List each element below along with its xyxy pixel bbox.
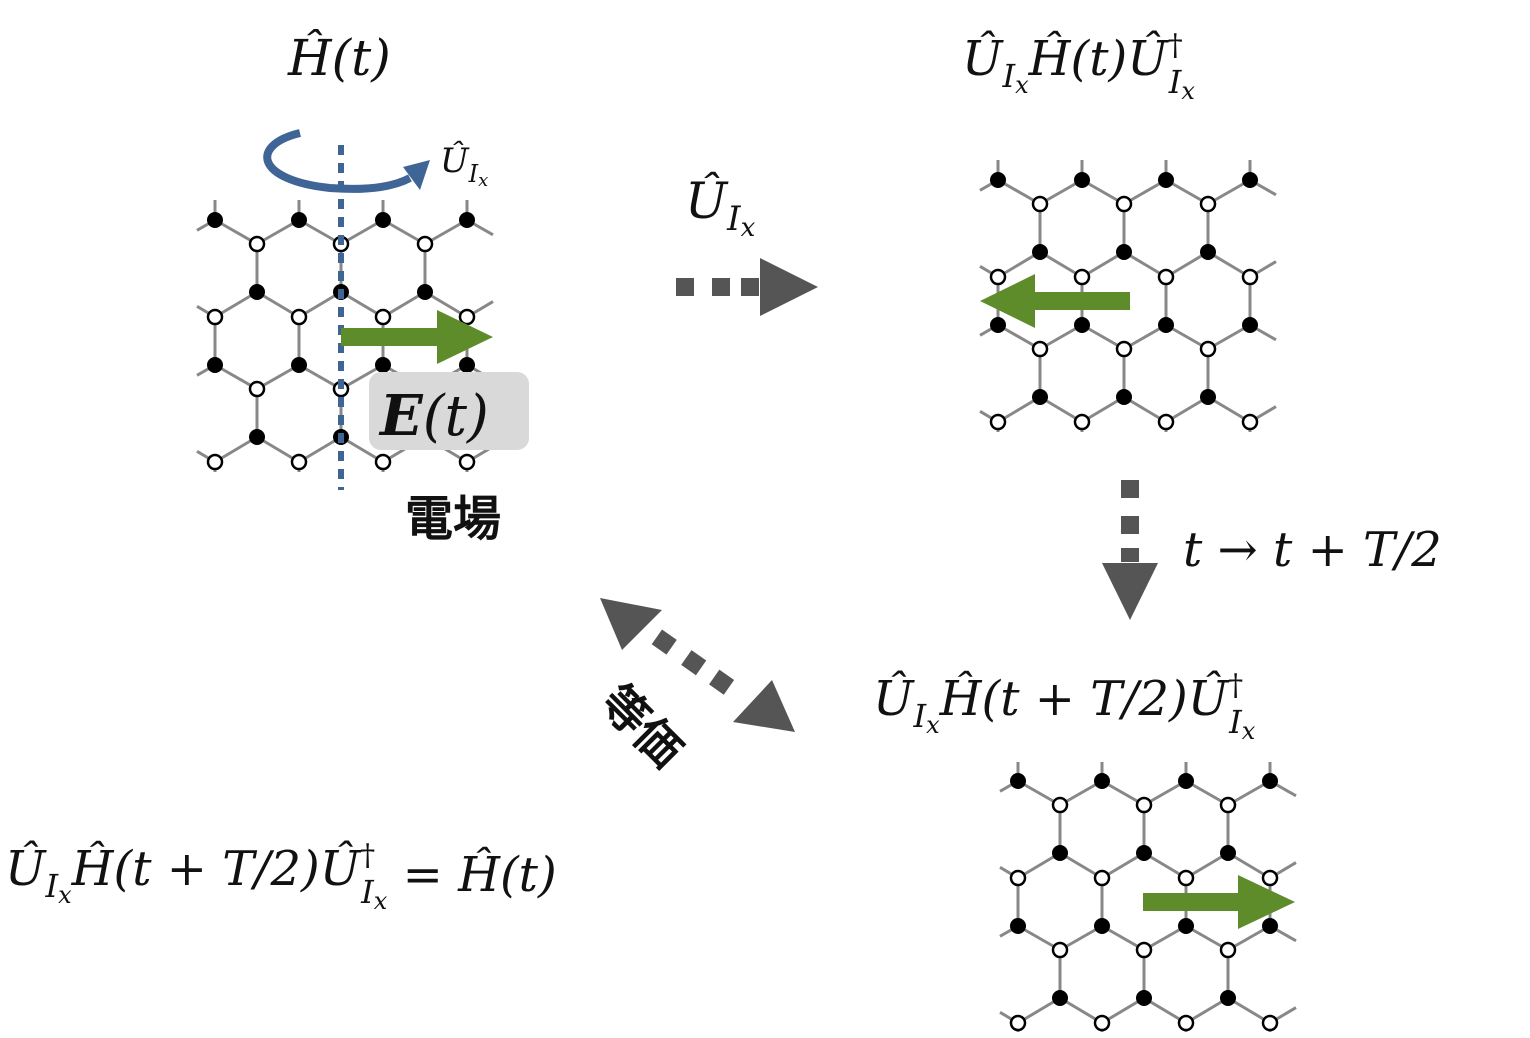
- title-original-hamiltonian: Ĥ(t): [287, 28, 391, 87]
- atom-filled: [375, 212, 391, 228]
- atom-open: [1177, 1014, 1195, 1032]
- transform-label: ÛIx: [685, 171, 756, 243]
- atom-filled: [1032, 389, 1048, 405]
- atom-filled: [459, 212, 475, 228]
- atom-open: [1009, 1014, 1027, 1032]
- atom-open: [1051, 796, 1069, 814]
- rotation-arrow-head-icon: [403, 160, 430, 190]
- atom-filled: [1074, 317, 1090, 333]
- atom-open: [1241, 268, 1259, 286]
- atom-filled: [207, 212, 223, 228]
- atom-open: [458, 308, 476, 326]
- electric-field-arrow-right-shifted: [1143, 875, 1295, 929]
- equivalence-label: 等価: [590, 675, 693, 778]
- atom-filled: [1074, 172, 1090, 188]
- atom-filled: [375, 357, 391, 373]
- atom-filled: [291, 212, 307, 228]
- atom-filled: [1094, 918, 1110, 934]
- atom-open: [374, 453, 392, 471]
- atom-open: [1009, 869, 1027, 887]
- atom-open: [1219, 941, 1237, 959]
- atom-filled: [249, 284, 265, 300]
- atom-filled: [1116, 244, 1132, 260]
- atom-open: [206, 453, 224, 471]
- atom-open: [1051, 941, 1069, 959]
- atom-filled: [1220, 845, 1236, 861]
- atom-filled: [1262, 773, 1278, 789]
- atom-open: [1261, 869, 1279, 887]
- atom-open: [206, 308, 224, 326]
- atom-open: [1199, 340, 1217, 358]
- lattice-original: [196, 200, 494, 472]
- atom-open: [1031, 340, 1049, 358]
- atom-open: [458, 453, 476, 471]
- atom-filled: [1136, 845, 1152, 861]
- atom-open: [1157, 413, 1175, 431]
- atom-open: [1031, 195, 1049, 213]
- atom-filled: [1052, 845, 1068, 861]
- atom-open: [1115, 340, 1133, 358]
- atom-filled: [417, 284, 433, 300]
- title-rotated-hamiltonian: ÛIxĤ(t)Û†Ix: [962, 28, 1195, 105]
- atom-open: [1073, 268, 1091, 286]
- symmetry-equation: ÛIxĤ(t + T/2)Û†Ix = Ĥ(t): [5, 838, 557, 915]
- atom-filled: [1010, 918, 1026, 934]
- atom-open: [1219, 796, 1237, 814]
- atom-filled: [1136, 990, 1152, 1006]
- atom-filled: [459, 357, 475, 373]
- electric-field-arrow-left: [980, 274, 1130, 328]
- time-shift-arrow: [1102, 480, 1158, 620]
- atom-open: [1177, 869, 1195, 887]
- rotation-arrow: [263, 129, 412, 193]
- atom-open: [248, 235, 266, 253]
- atom-open: [1199, 195, 1217, 213]
- atom-filled: [1262, 918, 1278, 934]
- atom-open: [290, 453, 308, 471]
- atom-filled: [990, 317, 1006, 333]
- atom-filled: [1178, 773, 1194, 789]
- equivalence-arrow: [600, 598, 795, 732]
- atom-filled: [207, 357, 223, 373]
- time-shift-label: t → t + T/2: [1183, 522, 1442, 578]
- atom-open: [989, 268, 1007, 286]
- atom-filled: [1242, 317, 1258, 333]
- atom-filled: [1116, 389, 1132, 405]
- atom-filled: [1032, 244, 1048, 260]
- transform-arrow: [676, 258, 818, 316]
- electric-field-arrow-right: [341, 310, 493, 364]
- field-label-box: [369, 372, 529, 450]
- atom-filled: [1010, 773, 1026, 789]
- atom-open: [290, 308, 308, 326]
- atom-filled: [1158, 317, 1174, 333]
- atom-filled: [1220, 990, 1236, 1006]
- lattice-rotated: [979, 160, 1277, 432]
- atom-open: [1135, 941, 1153, 959]
- atom-open: [1157, 268, 1175, 286]
- atom-open: [374, 308, 392, 326]
- atom-filled: [1242, 172, 1258, 188]
- atom-open: [1115, 195, 1133, 213]
- atom-filled: [1094, 773, 1110, 789]
- atom-filled: [249, 429, 265, 445]
- atom-open: [1093, 1014, 1111, 1032]
- atom-filled: [291, 357, 307, 373]
- atom-filled: [1052, 990, 1068, 1006]
- atom-open: [1135, 796, 1153, 814]
- field-caption: 電場: [405, 491, 501, 547]
- atom-open: [1093, 869, 1111, 887]
- atom-filled: [1200, 389, 1216, 405]
- field-label: E(t): [378, 383, 489, 449]
- atom-filled: [1178, 918, 1194, 934]
- atom-filled: [1158, 172, 1174, 188]
- atom-open: [248, 380, 266, 398]
- atom-open: [1261, 1014, 1279, 1032]
- atom-open: [1241, 413, 1259, 431]
- atom-filled: [990, 172, 1006, 188]
- rotation-label: ÛIx: [440, 140, 488, 191]
- atom-open: [989, 413, 1007, 431]
- title-shifted-hamiltonian: ÛIxĤ(t + T/2)Û†Ix: [873, 668, 1256, 745]
- atom-open: [1073, 413, 1091, 431]
- atom-filled: [1200, 244, 1216, 260]
- atom-open: [416, 235, 434, 253]
